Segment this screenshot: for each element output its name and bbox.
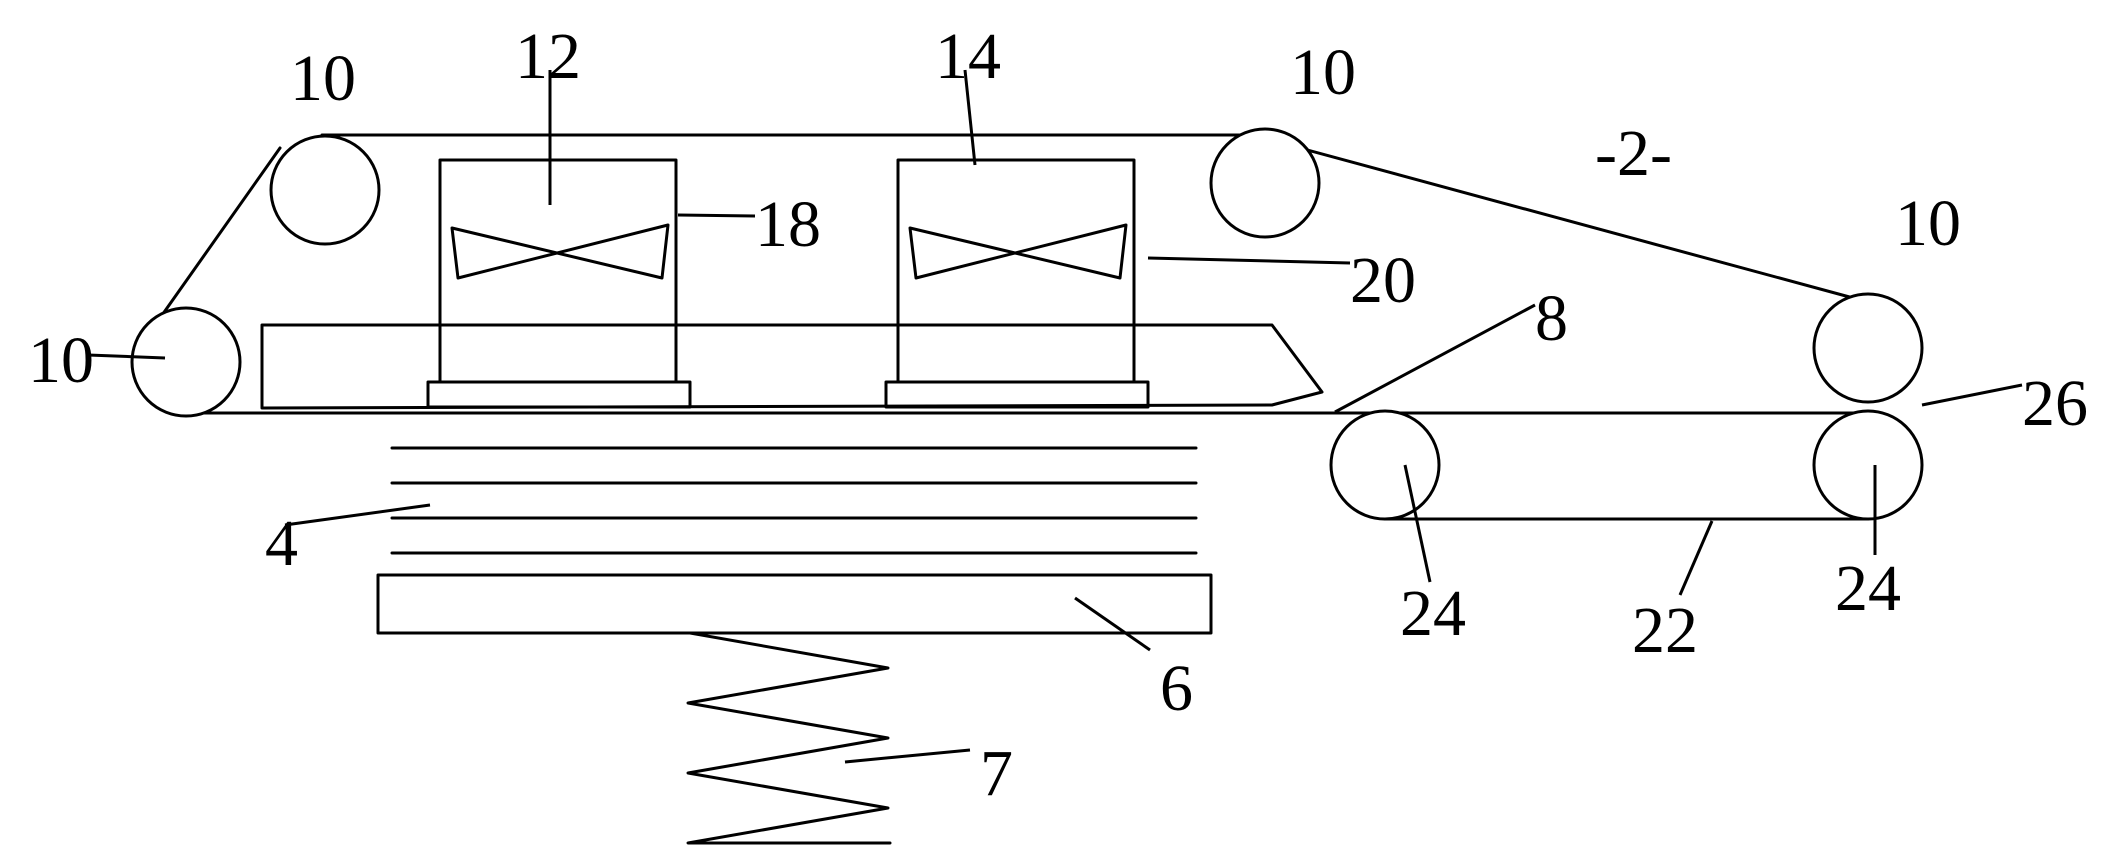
base-plate-a [428, 382, 690, 407]
leader-8 [1335, 305, 1535, 412]
label-10-left: 10 [28, 324, 94, 397]
leader-22 [1680, 521, 1712, 595]
label-8: 8 [1535, 282, 1568, 355]
label-4: 4 [265, 507, 298, 580]
label-22: 22 [1632, 594, 1698, 667]
roller-10-right [1814, 294, 1922, 402]
label-24-left: 24 [1400, 577, 1466, 650]
leader-20 [1148, 258, 1350, 263]
leader-6 [1075, 598, 1150, 650]
guide-plenum [262, 325, 1322, 408]
belt-slope-run [1252, 135, 1868, 302]
spring [688, 633, 890, 843]
roller-10-top-left [271, 136, 379, 244]
roller-24-left [1331, 411, 1439, 519]
label-14: 14 [935, 20, 1001, 93]
leader-26 [1922, 385, 2022, 405]
unit-14 [886, 160, 1148, 407]
label-12: 12 [515, 20, 581, 93]
sheet-stack [392, 448, 1196, 553]
label-10-top-left: 10 [290, 42, 356, 115]
leader-4 [285, 505, 430, 525]
belt-left-run [148, 148, 280, 335]
fan-icon-a [452, 225, 668, 278]
label-26: 26 [2022, 367, 2088, 440]
housing-20 [898, 160, 1134, 382]
leader-7 [845, 750, 970, 762]
leader-18 [678, 215, 755, 216]
fan-icon-b [910, 225, 1126, 278]
leader-lines [88, 70, 2022, 762]
label-18: 18 [755, 188, 821, 261]
lower-belt-assembly [1331, 411, 1922, 519]
label-6: 6 [1160, 652, 1193, 725]
label-10-right: 10 [1895, 187, 1961, 260]
housing-18 [440, 160, 676, 382]
label-system: -2- [1595, 117, 1672, 190]
label-24-right: 24 [1835, 552, 1901, 625]
roller-10-top-right [1211, 129, 1319, 237]
unit-12 [428, 160, 690, 407]
label-20: 20 [1350, 244, 1416, 317]
label-10-top-right: 10 [1290, 36, 1356, 109]
label-7: 7 [980, 737, 1013, 810]
roller-10-left [132, 308, 240, 416]
base-plate-b [886, 382, 1148, 407]
roller-24-right [1814, 411, 1922, 519]
